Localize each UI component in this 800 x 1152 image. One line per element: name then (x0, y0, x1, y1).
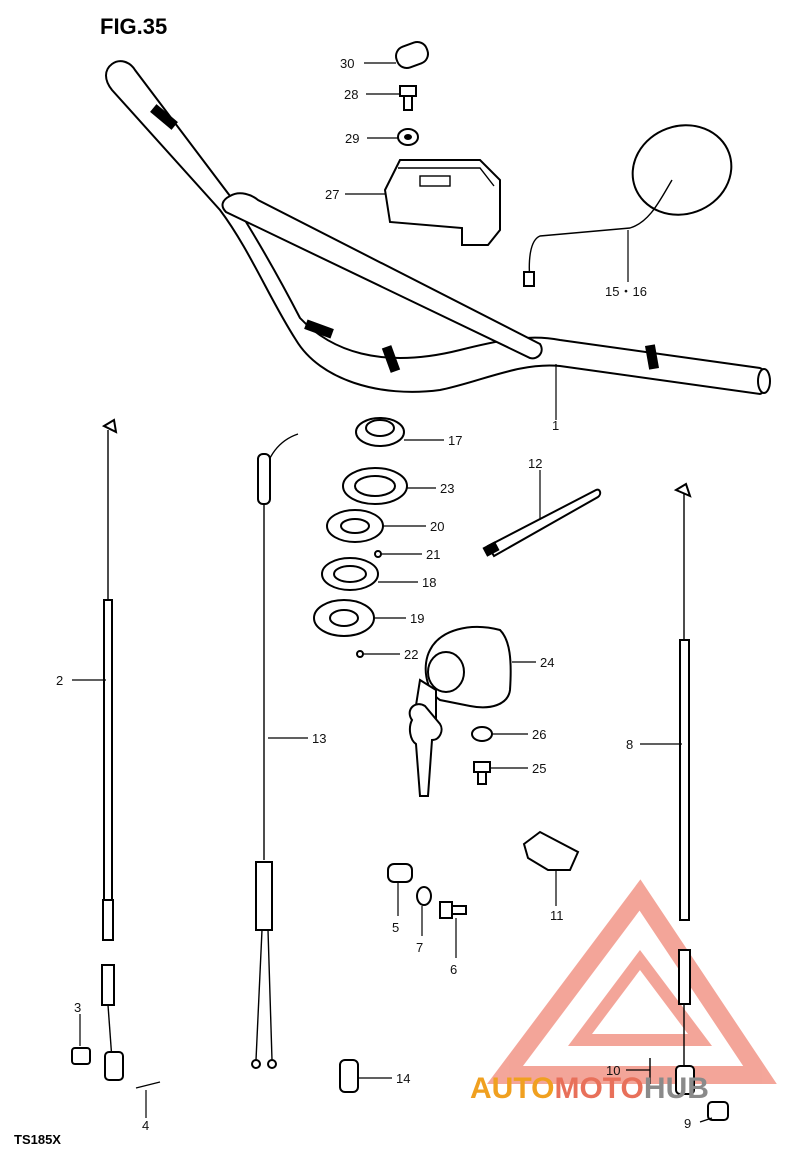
label-4: 4 (142, 1118, 149, 1133)
label-8: 8 (626, 737, 633, 752)
label-6: 6 (450, 962, 457, 977)
part-26-washer (471, 726, 493, 742)
part-9-bolt (707, 1101, 729, 1121)
label-27: 27 (325, 187, 339, 202)
part-12-strap (482, 488, 602, 558)
part-15-16-mirror (523, 124, 733, 287)
label-2: 2 (56, 673, 63, 688)
label-21: 21 (426, 547, 440, 562)
part-22-ball (356, 650, 364, 658)
part-20-washer (326, 509, 384, 543)
label-5: 5 (392, 920, 399, 935)
part-30-cap (395, 41, 429, 69)
leader-lines (72, 62, 713, 1123)
part-21-ball (374, 550, 382, 558)
label-1: 1 (552, 418, 559, 433)
part-28-bolt (399, 85, 417, 111)
part-11-holder (522, 830, 580, 871)
part-25-screw (473, 761, 491, 785)
label-18: 18 (422, 575, 436, 590)
label-11: 11 (550, 908, 564, 923)
label-10: 10 (606, 1063, 620, 1078)
part-14-cap (339, 1059, 359, 1093)
part-29-washer (397, 128, 419, 146)
label-26: 26 (532, 727, 546, 742)
part-4-pin (135, 1081, 161, 1089)
part-24-switch (408, 626, 512, 797)
watermark-part-hub: HUB (644, 1072, 709, 1105)
label-22: 22 (404, 647, 418, 662)
part-23-ring (342, 467, 408, 505)
watermark-part-auto: AUTO (470, 1072, 554, 1105)
label-25: 25 (532, 761, 546, 776)
part-7-washer (416, 886, 432, 906)
part-2-cable (101, 418, 124, 1081)
label-30: 30 (340, 56, 354, 71)
label-24: 24 (540, 655, 554, 670)
part-13-cable (251, 433, 299, 1069)
label-29: 29 (345, 131, 359, 146)
label-28: 28 (344, 87, 358, 102)
label-20: 20 (430, 519, 444, 534)
label-12: 12 (528, 456, 542, 471)
part-27-clamp (383, 159, 501, 246)
label-13: 13 (312, 731, 326, 746)
part-17-nut (355, 417, 405, 447)
part-5-clamp (387, 863, 413, 883)
label-9: 9 (684, 1116, 691, 1131)
label-15-16: 15・16 (605, 284, 647, 299)
handlebar (105, 60, 771, 396)
part-3-fitting (71, 1047, 91, 1065)
label-23: 23 (440, 481, 454, 496)
watermark-part-moto: MOTO (554, 1072, 643, 1105)
label-19: 19 (410, 611, 424, 626)
model-code: TS185X (14, 1132, 61, 1147)
watermark-logo (487, 879, 777, 1084)
part-18-seal (321, 557, 379, 591)
label-3: 3 (74, 1000, 81, 1015)
part-8-cable (673, 482, 695, 1095)
label-7: 7 (416, 940, 423, 955)
label-17: 17 (448, 433, 462, 448)
part-19-washer (313, 599, 375, 637)
label-14: 14 (396, 1071, 410, 1086)
watermark-text: AUTOMOTOHUB (470, 1072, 709, 1105)
figure-title: FIG.35 (100, 14, 167, 39)
part-6-screw (439, 901, 467, 919)
